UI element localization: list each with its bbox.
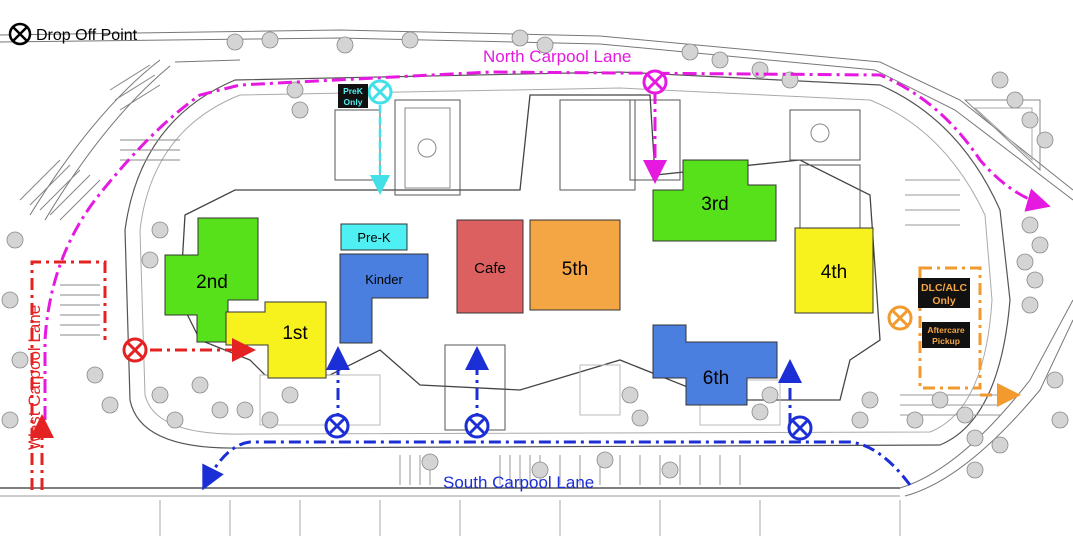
- drop-off-markers: [122, 69, 913, 441]
- building-1st: [225, 301, 327, 379]
- building-cafe: [456, 219, 524, 314]
- north-lane-path: [43, 70, 1051, 420]
- label-prek: Pre-K: [357, 230, 391, 245]
- drop-off-south-3: [787, 415, 813, 441]
- drop-off-icon: [8, 22, 32, 46]
- aftercare-line1: Aftercare: [927, 325, 965, 335]
- drop-off-prek: [367, 79, 393, 105]
- label-2nd: 2nd: [196, 272, 228, 293]
- aftercare-sign: Aftercare Pickup: [922, 322, 970, 348]
- label-6th: 6th: [703, 368, 729, 389]
- west-lane-path: [30, 260, 256, 490]
- building-prek: [340, 223, 408, 251]
- legend: Drop Off Point: [8, 22, 138, 46]
- prek-only-line1: PreK: [343, 86, 364, 96]
- dlc-lane-path: [918, 266, 1021, 407]
- label-kinder: Kinder: [365, 272, 403, 287]
- label-cafe: Cafe: [474, 260, 506, 277]
- building-6th: [652, 324, 778, 406]
- buildings: [164, 159, 874, 406]
- west-lane-label: West Carpool Lane: [25, 305, 44, 450]
- dlc-only-sign: DLC/ALC Only: [918, 278, 970, 308]
- building-3rd: [652, 159, 777, 242]
- dlc-only-line1: DLC/ALC: [921, 282, 967, 294]
- trees: [1, 29, 1069, 479]
- prek-only-sign: PreK Only: [338, 84, 368, 108]
- building-kinder: [339, 253, 429, 344]
- drop-off-dlc: [887, 305, 913, 331]
- legend-label: Drop Off Point: [36, 27, 138, 44]
- south-lane-path: [202, 346, 912, 491]
- aftercare-line2: Pickup: [932, 336, 960, 346]
- label-1st: 1st: [282, 323, 308, 344]
- drop-off-north: [642, 69, 668, 95]
- building-labels: 2nd 1st Pre-K Kinder Cafe 5th 3rd 4th 6t…: [196, 194, 847, 389]
- building-5th: [529, 219, 621, 311]
- drop-off-west: [122, 337, 148, 363]
- building-4th: [794, 227, 874, 314]
- south-lane-label: South Carpool Lane: [443, 473, 594, 492]
- label-3rd: 3rd: [701, 194, 728, 215]
- drop-off-south-2: [464, 413, 490, 439]
- drop-off-south-1: [324, 413, 350, 439]
- label-4th: 4th: [821, 262, 847, 283]
- label-5th: 5th: [562, 259, 588, 280]
- dlc-only-line2: Only: [932, 295, 955, 307]
- north-lane-label: North Carpool Lane: [483, 47, 631, 66]
- prek-only-line2: Only: [344, 97, 363, 107]
- building-2nd: [164, 217, 259, 343]
